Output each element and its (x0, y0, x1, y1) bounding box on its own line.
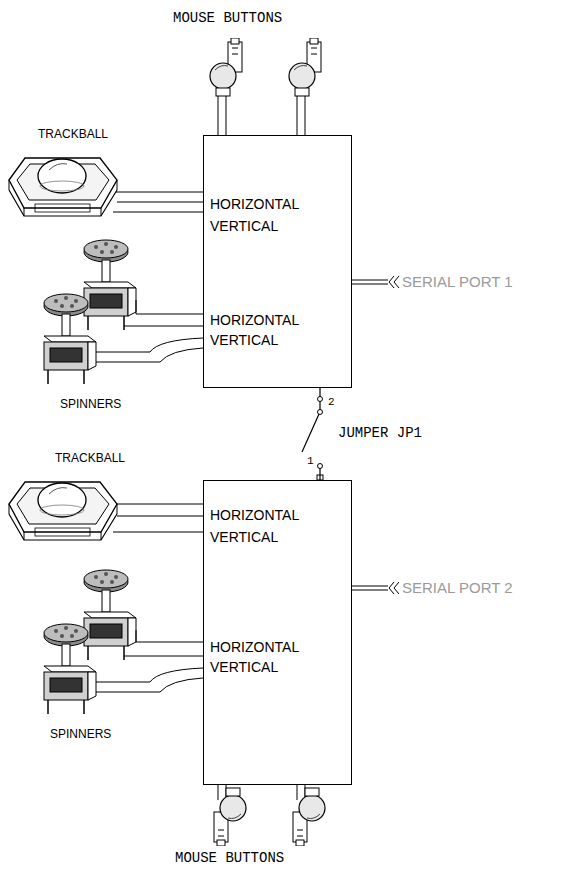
trackball (9, 158, 117, 216)
button-leads (218, 96, 305, 135)
pin-number: 2 (328, 396, 335, 409)
group-label: MOUSE BUTTONS (173, 10, 282, 26)
group-label: MOUSE BUTTONS (175, 850, 284, 866)
interface-board: HORIZONTAL VERTICAL HORIZONTAL VERTICAL (203, 480, 352, 785)
spinner (84, 570, 136, 660)
part-label: TRACKBALL (38, 128, 108, 142)
trackball-wires (113, 192, 203, 212)
port-label: SERIAL PORT 2 (402, 579, 513, 596)
spinner (44, 624, 96, 714)
pin-number: 1 (307, 455, 314, 468)
port-label: SERIAL PORT 1 (402, 273, 513, 290)
spinner (44, 294, 96, 384)
signal-label: HORIZONTAL (210, 312, 299, 328)
trackball (9, 482, 117, 540)
mouse-button (289, 38, 321, 96)
signal-label: VERTICAL (210, 332, 278, 348)
signal-label: VERTICAL (210, 659, 278, 675)
signal-label: HORIZONTAL (210, 639, 299, 655)
signal-label: HORIZONTAL (210, 507, 299, 523)
spinner-wires (96, 300, 203, 362)
trackball-wires (113, 504, 203, 532)
mouse-button (214, 788, 246, 846)
jumper-label: JUMPER JP1 (338, 425, 422, 441)
signal-label: HORIZONTAL (210, 196, 299, 212)
mouse-button (293, 788, 325, 846)
spinner (84, 240, 136, 330)
part-label: SPINNERS (60, 398, 121, 412)
serial-cable (352, 276, 399, 288)
signal-label: VERTICAL (210, 529, 278, 545)
serial-cable (352, 582, 399, 594)
spinner-wires (96, 630, 203, 692)
interface-board: HORIZONTAL VERTICAL HORIZONTAL VERTICAL (203, 135, 352, 388)
signal-label: VERTICAL (210, 218, 278, 234)
mouse-button (210, 38, 242, 96)
part-label: TRACKBALL (55, 452, 125, 466)
jumper-link (302, 388, 320, 480)
part-label: SPINNERS (50, 728, 111, 742)
